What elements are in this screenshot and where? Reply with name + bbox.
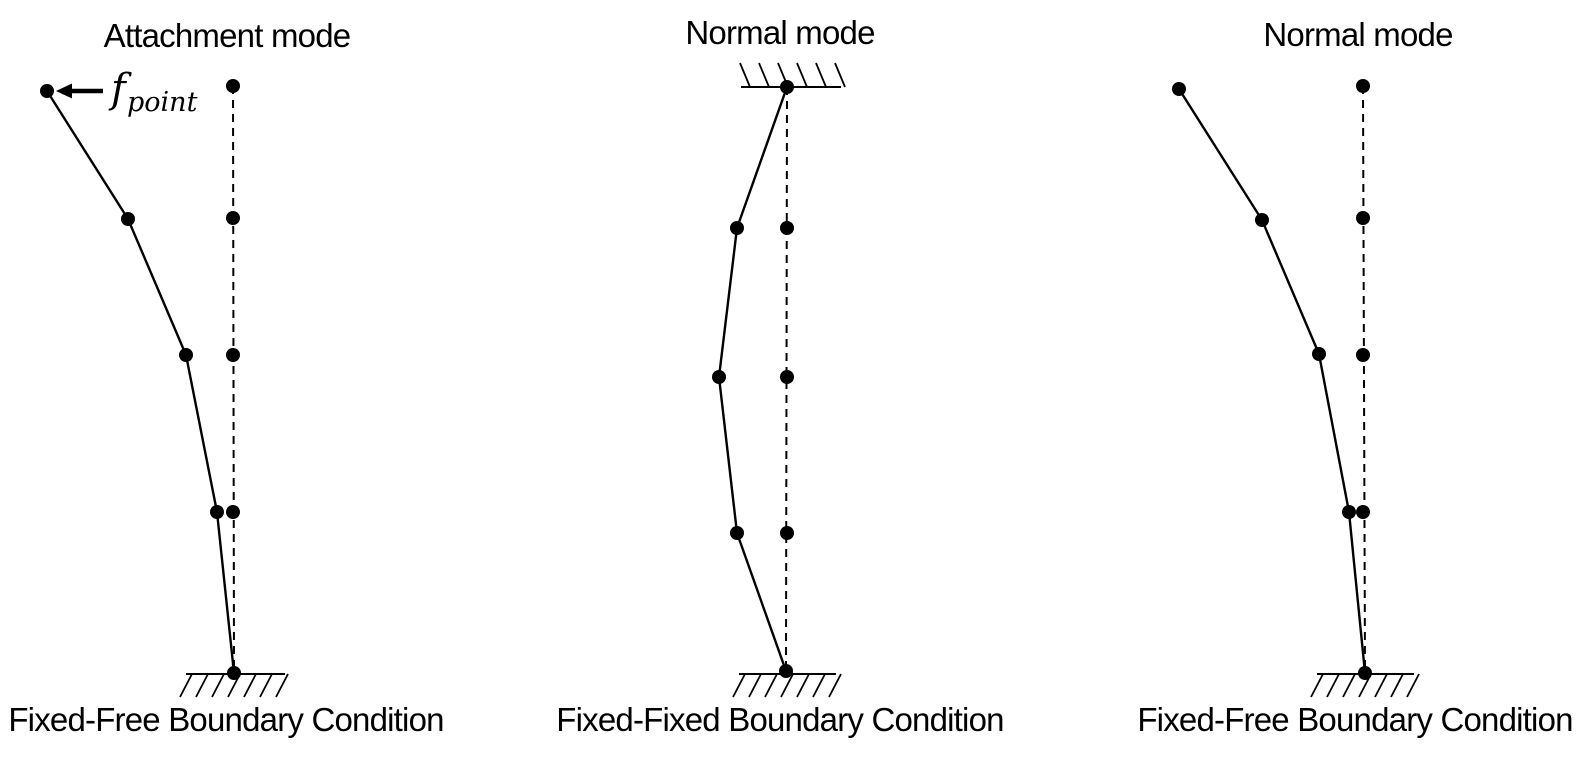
ground-hatch-stroke	[243, 673, 257, 698]
ground-hatch-stroke	[796, 673, 810, 698]
undeformed-axis-dashed-line	[232, 85, 235, 674]
node-dot	[1358, 666, 1372, 680]
panel-title: Attachment mode	[104, 17, 351, 54]
ground-hatch-stroke	[748, 673, 762, 698]
ground-hatch-stroke	[195, 673, 209, 698]
node-dot	[1312, 347, 1326, 361]
node-dot	[730, 221, 744, 235]
node-dot	[780, 370, 794, 384]
node-dot	[1255, 213, 1269, 227]
ground-hatch-stroke	[1374, 673, 1388, 698]
panel-attachment-mode: Attachment mode fpoint Fixed-Free Bounda…	[8, 17, 444, 738]
node-dot	[780, 526, 794, 540]
node-dot	[780, 221, 794, 235]
ground-hatch-stroke	[815, 62, 827, 88]
node-dot	[730, 526, 744, 540]
undeformed-axis-dashed-line	[1362, 85, 1366, 674]
ground-hatch-stroke	[812, 673, 826, 698]
ground-hatch-stroke	[259, 673, 273, 698]
boundary-condition-label: Fixed-Fixed Boundary Condition	[556, 701, 1003, 738]
boundary-condition-label: Fixed-Free Boundary Condition	[1137, 701, 1572, 738]
mode-shape-line	[1177, 88, 1367, 674]
ground-hatch-stroke	[1390, 673, 1404, 698]
ground-hatch-stroke	[275, 673, 289, 698]
geometry-layer	[1172, 79, 1420, 698]
node-dot	[779, 664, 793, 678]
node-dot	[40, 84, 54, 98]
node-dot	[1356, 505, 1370, 519]
ground-hatch-stroke	[1310, 673, 1324, 698]
node-dot	[226, 505, 240, 519]
force-label-subscript: point	[127, 87, 198, 118]
ground-hatch-stroke	[179, 673, 193, 698]
panel-normal-mode-fixed-free: Normal mode Fixed-Free Boundary Conditio…	[1137, 16, 1573, 738]
geometry-layer	[40, 79, 289, 698]
force-point-label: fpoint	[108, 66, 198, 118]
node-dot	[1356, 348, 1370, 362]
node-dot	[780, 80, 794, 94]
node-dot	[226, 79, 240, 93]
node-dot	[226, 211, 240, 225]
boundary-condition-label: Fixed-Free Boundary Condition	[8, 701, 443, 738]
node-dot	[121, 212, 135, 226]
ground-hatch-stroke	[211, 673, 225, 698]
mode-shape-line	[717, 86, 789, 672]
node-dot	[1356, 211, 1370, 225]
panel-title: Normal mode	[1263, 16, 1452, 53]
geometry-layer	[712, 62, 846, 698]
ground-hatch-stroke	[796, 62, 808, 88]
node-dot	[226, 348, 240, 362]
ground-hatch-stroke	[764, 673, 778, 698]
ground-hatch-stroke	[834, 62, 846, 88]
node-dot	[1172, 82, 1186, 96]
ground-hatch-stroke	[828, 673, 842, 698]
node-dot	[179, 348, 193, 362]
ground-hatch-stroke	[1406, 673, 1420, 698]
node-dot	[227, 666, 241, 680]
panel-title: Normal mode	[685, 14, 874, 51]
panel-normal-mode-fixed-fixed: Normal mode Fixed-Fixed Boundary Conditi…	[556, 14, 1004, 738]
mode-shape-line	[45, 90, 236, 674]
ground-hatch-stroke	[780, 673, 794, 698]
node-dot	[1356, 79, 1370, 93]
ground-hatch-stroke	[732, 673, 746, 698]
ground-hatch-stroke	[739, 62, 751, 88]
ground-hatch-stroke	[1326, 673, 1340, 698]
ground-hatch-stroke	[758, 62, 770, 88]
node-dot	[1342, 505, 1356, 519]
ground-hatch-stroke	[1342, 673, 1356, 698]
node-dot	[712, 370, 726, 384]
force-arrow-head	[56, 83, 72, 99]
node-dot	[210, 505, 224, 519]
